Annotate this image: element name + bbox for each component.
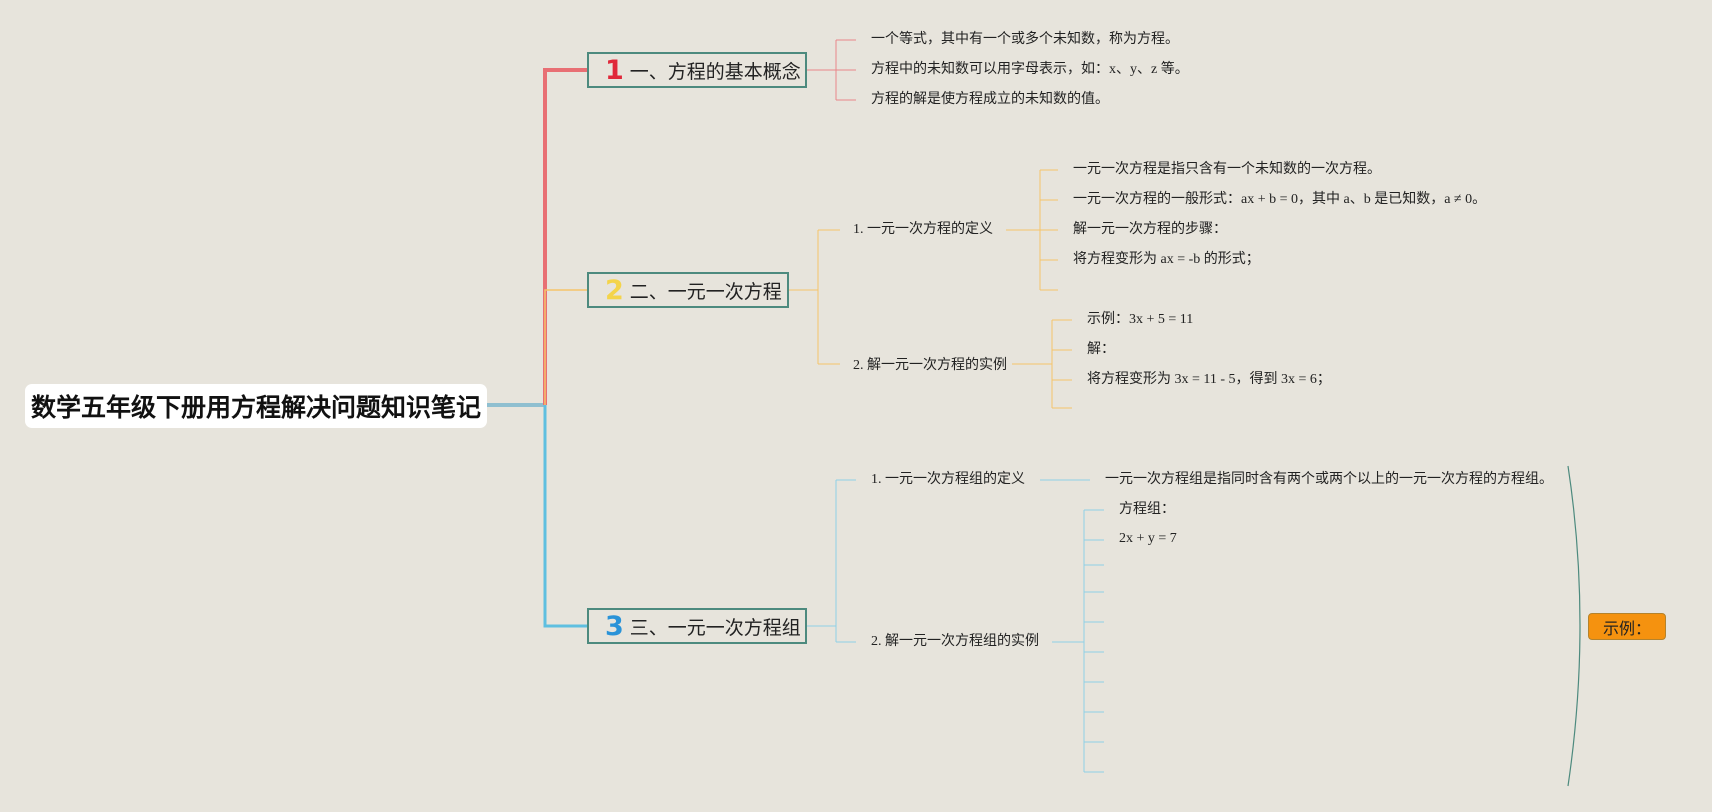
leaf-b1-2[interactable]: 方程中的未知数可以用字母表示，如：x、y、z 等。 [871, 62, 1189, 77]
topic-label: 二、一元一次方程 [629, 280, 782, 303]
connector-b3-subs [806, 479, 856, 643]
sub-b2-example[interactable]: 2. 解一元一次方程的实例 [853, 358, 1007, 373]
connector-b1-leaves [806, 39, 856, 101]
topic-label: 三、一元一次方程组 [629, 616, 801, 639]
connector-b2-sub2-leaves [1012, 319, 1072, 409]
topic-basic-concept[interactable]: 1 一、方程的基本概念 [587, 52, 807, 88]
sub-b3-example[interactable]: 2. 解一元一次方程组的实例 [871, 634, 1039, 649]
leaf-b2-s2-1[interactable]: 示例：3x + 5 = 11 [1087, 312, 1194, 327]
topic-linear-system[interactable]: 3 三、一元一次方程组 [587, 608, 807, 644]
number-one-icon: 1 [605, 54, 624, 86]
leaf-b2-s2-3[interactable]: 将方程变形为 3x = 11 - 5，得到 3x = 6； [1087, 372, 1331, 387]
sub-b3-definition[interactable]: 1. 一元一次方程组的定义 [871, 472, 1025, 487]
connector-branch-2 [544, 289, 587, 405]
connector-example-bracket [1567, 465, 1581, 787]
connector-branch-3 [543, 405, 587, 628]
connector-b2-sub1-leaves [1006, 169, 1058, 291]
topic-linear-equation[interactable]: 2 二、一元一次方程 [587, 272, 789, 308]
connector-branch-1 [543, 68, 587, 405]
connector-b2-subs [788, 229, 840, 365]
leaf-b3-s2-2[interactable]: 2x + y = 7 [1119, 531, 1177, 546]
leaf-b1-1[interactable]: 一个等式，其中有一个或多个未知数，称为方程。 [871, 32, 1179, 47]
leaf-b2-s1-3[interactable]: 解一元一次方程的步骤： [1073, 222, 1227, 237]
leaf-b2-s1-2[interactable]: 一元一次方程的一般形式：ax + b = 0，其中 a、b 是已知数，a ≠ 0… [1073, 192, 1487, 207]
leaf-b2-s1-1[interactable]: 一元一次方程是指只含有一个未知数的一次方程。 [1073, 162, 1381, 177]
leaf-b2-s2-2[interactable]: 解： [1087, 342, 1115, 357]
sub-b2-definition[interactable]: 1. 一元一次方程的定义 [853, 222, 993, 237]
topic-label: 一、方程的基本概念 [629, 60, 801, 83]
root-title[interactable]: 数学五年级下册用方程解决问题知识笔记 [25, 384, 487, 428]
leaf-b3-s1-1[interactable]: 一元一次方程组是指同时含有两个或两个以上的一元一次方程的方程组。 [1105, 472, 1553, 487]
connector-b3-sub2-leaves [1052, 509, 1104, 773]
leaf-b3-s2-1[interactable]: 方程组： [1119, 502, 1175, 517]
example-tag[interactable]: 示例： [1588, 613, 1666, 640]
number-three-icon: 3 [605, 610, 624, 642]
leaf-b1-3[interactable]: 方程的解是使方程成立的未知数的值。 [871, 92, 1109, 107]
number-two-icon: 2 [605, 274, 624, 306]
leaf-b2-s1-4[interactable]: 将方程变形为 ax = -b 的形式； [1073, 252, 1260, 267]
